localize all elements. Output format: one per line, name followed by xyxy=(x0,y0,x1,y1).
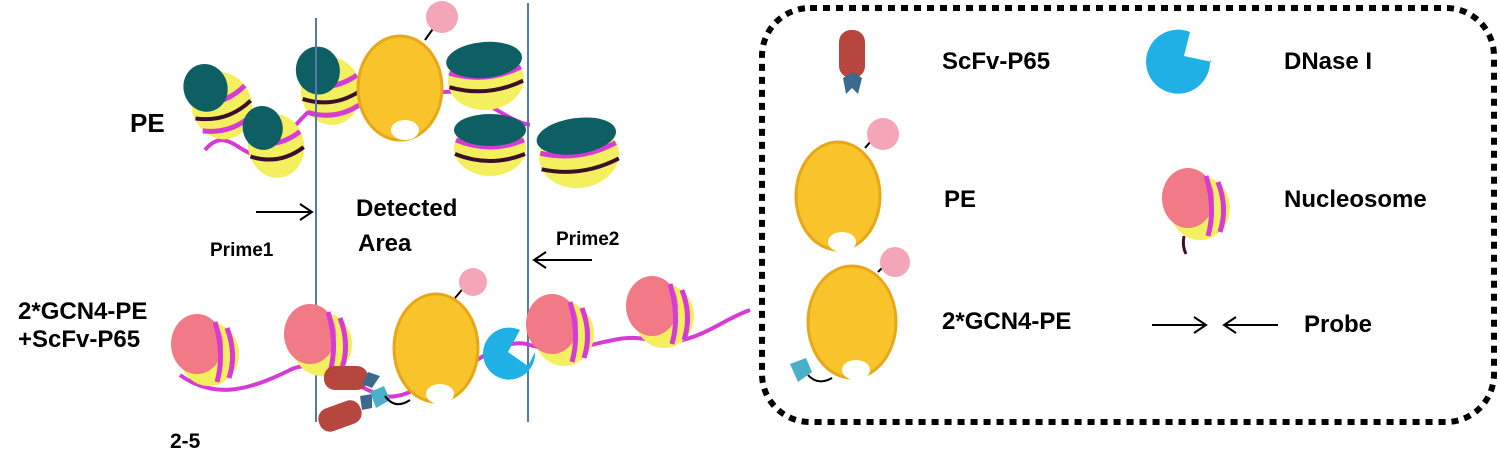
pe-protein xyxy=(356,1,458,142)
detected-area-label-line2: Area xyxy=(358,230,412,257)
primer-2-arrow xyxy=(532,251,592,269)
legend-label-gcn4pe: 2*GCN4-PE xyxy=(942,308,1072,335)
row-label-gcn4-line1: 2*GCN4-PE xyxy=(18,298,148,325)
cut-off-label: 2-5 xyxy=(170,430,201,453)
legend-label-nucleosome: Nucleosome xyxy=(1284,186,1427,213)
legend-label-dnase: DNase I xyxy=(1284,48,1373,75)
legend-dnase-icon xyxy=(1146,29,1212,94)
nucleosome xyxy=(454,114,526,176)
legend-label-pe: PE xyxy=(944,186,977,213)
nucleosome xyxy=(526,294,594,366)
primer-2-label: Prime2 xyxy=(556,229,620,250)
row-label-gcn4-line2: +ScFv-P65 xyxy=(18,326,141,353)
primer-1-arrow xyxy=(256,203,314,221)
pe-protein xyxy=(392,268,487,404)
nucleosome xyxy=(171,314,239,386)
scfv-p65-protein xyxy=(324,366,380,390)
legend-gcn4pe-icon xyxy=(790,247,910,383)
nucleosome xyxy=(626,276,694,348)
pe-linker xyxy=(384,395,411,406)
legend-scfv-icon xyxy=(839,30,865,94)
pe-row-graphic xyxy=(183,1,620,189)
gcn4-tag xyxy=(370,386,390,408)
detected-area-label-line1: Detected xyxy=(356,195,458,222)
legend-box xyxy=(759,5,1497,425)
row-label-pe: PE xyxy=(130,108,165,138)
legend-label-scfv: ScFv-P65 xyxy=(942,48,1051,75)
legend-nucleosome-icon xyxy=(1162,168,1230,255)
nucleosome xyxy=(536,117,620,189)
dnase-i xyxy=(483,327,536,380)
nucleosome xyxy=(446,41,524,111)
legend-label-probe: Probe xyxy=(1304,311,1373,338)
legend-probe-arrows xyxy=(1152,316,1278,334)
primer-1-label: Prime1 xyxy=(210,240,274,261)
nucleosome xyxy=(284,304,352,376)
scfv-p65-protein xyxy=(318,394,372,432)
nucleosome xyxy=(242,106,305,178)
gcn4-row-graphic xyxy=(171,268,751,432)
legend-pe-icon xyxy=(794,118,899,252)
